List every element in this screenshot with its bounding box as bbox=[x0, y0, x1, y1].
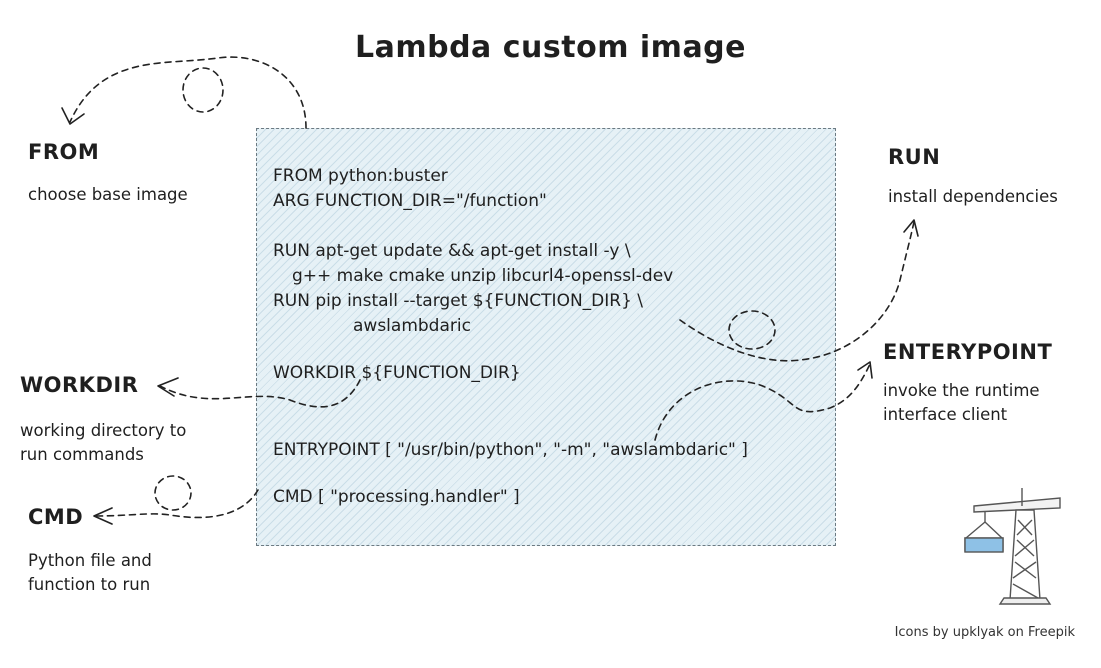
arrowhead-workdir bbox=[157, 377, 179, 397]
desc-workdir-line2: run commands bbox=[20, 445, 144, 464]
desc-workdir-line1: working directory to bbox=[20, 421, 187, 440]
loop-from bbox=[182, 67, 224, 113]
arrowhead-run bbox=[903, 219, 919, 237]
code-line-run-apt: RUN apt-get update && apt-get install -y… bbox=[273, 241, 631, 261]
label-from: FROM bbox=[28, 140, 100, 164]
code-line-cmd: CMD [ "processing.handler" ] bbox=[273, 487, 520, 507]
crane-load bbox=[964, 537, 1004, 553]
arrowhead-entrypoint bbox=[857, 361, 873, 379]
loop-run bbox=[728, 310, 776, 350]
desc-run: install dependencies bbox=[888, 187, 1058, 206]
desc-cmd-line2: function to run bbox=[28, 575, 151, 594]
desc-entrypoint-line1: invoke the runtime bbox=[883, 381, 1040, 400]
desc-cmd-line1: Python file and bbox=[28, 551, 152, 570]
arrow-from bbox=[69, 56, 307, 129]
code-line-arg: ARG FUNCTION_DIR="/function" bbox=[273, 191, 547, 211]
label-entrypoint: ENTERYPOINT bbox=[883, 340, 1053, 364]
code-line-workdir: WORKDIR ${FUNCTION_DIR} bbox=[273, 363, 521, 383]
arrow-entrypoint bbox=[654, 363, 871, 441]
dockerfile-code-box bbox=[256, 128, 836, 546]
arrow-run bbox=[679, 221, 915, 362]
diagram-title: Lambda custom image bbox=[354, 30, 747, 65]
arrowhead-from bbox=[61, 107, 85, 125]
label-workdir: WORKDIR bbox=[20, 373, 139, 397]
code-line-awslambdaric: awslambdaric bbox=[353, 316, 471, 336]
arrowhead-cmd bbox=[93, 507, 113, 525]
label-run: RUN bbox=[888, 145, 941, 169]
arrow-workdir bbox=[159, 379, 361, 408]
code-line-from: FROM python:buster bbox=[273, 166, 448, 186]
desc-entrypoint-line2: interface client bbox=[883, 405, 1008, 424]
code-line-packages: g++ make cmake unzip libcurl4-openssl-de… bbox=[292, 266, 674, 286]
label-cmd: CMD bbox=[28, 505, 84, 529]
desc-from: choose base image bbox=[28, 185, 188, 204]
code-line-entrypoint: ENTRYPOINT [ "/usr/bin/python", "-m", "a… bbox=[273, 440, 748, 460]
arrow-cmd bbox=[94, 489, 259, 519]
code-line-run-pip: RUN pip install --target ${FUNCTION_DIR}… bbox=[273, 291, 644, 311]
loop-cmd bbox=[154, 475, 192, 511]
icon-credit: Icons by upklyak on Freepik bbox=[894, 625, 1075, 640]
crane-icon bbox=[964, 488, 1061, 605]
